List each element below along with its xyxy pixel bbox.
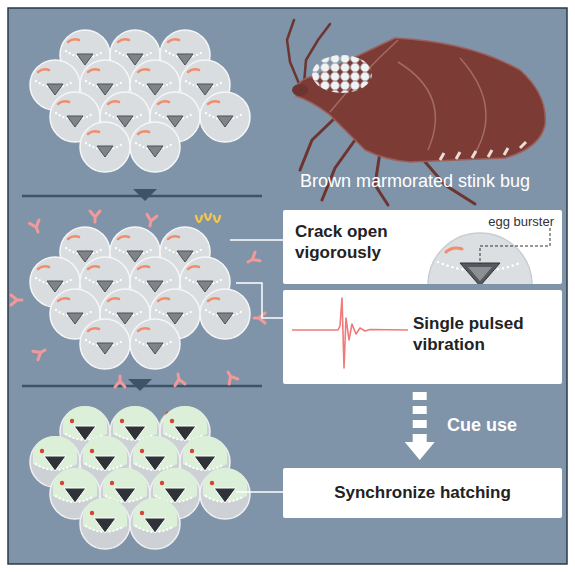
vibration-mark	[246, 252, 261, 266]
scutellum-line	[398, 62, 435, 150]
cue-arrow	[413, 392, 427, 442]
vibration-mark	[11, 295, 22, 305]
bug-head	[292, 84, 308, 96]
vibration-mark	[145, 214, 157, 227]
egg-mass	[30, 30, 250, 172]
vibration-mark	[254, 313, 265, 323]
box-heading: Crack open vigorously	[295, 221, 420, 263]
leader-line	[230, 239, 283, 241]
species-label: Brown marmorated stink bug	[300, 170, 570, 192]
finding-box: Single pulsed vibration	[283, 290, 562, 384]
leader-line	[236, 283, 283, 318]
vibration-mark	[30, 220, 43, 234]
finding-box: Crack open vigorously egg burster	[283, 210, 562, 284]
vibration-mark	[115, 376, 125, 387]
hatched-egg-mass	[30, 406, 250, 549]
down-triangle	[128, 379, 152, 391]
connexivum-bands	[440, 142, 526, 160]
part-label: egg burster	[488, 214, 554, 230]
cracking-mark	[196, 214, 220, 222]
edge-label: Cue use	[447, 414, 517, 436]
vibration-mark	[90, 211, 100, 222]
leg	[300, 118, 335, 170]
vibration-mark	[224, 370, 238, 385]
panel-background	[8, 8, 567, 564]
vibration-mark	[33, 346, 48, 360]
wing-line	[460, 58, 486, 158]
box-heading: Synchronize hatching	[283, 482, 562, 503]
leader-line	[236, 491, 283, 493]
box-heading: Single pulsed vibration	[413, 313, 553, 355]
antenna	[287, 20, 300, 86]
down-triangle	[133, 189, 157, 201]
small-egg-mass	[312, 55, 372, 93]
vibration-mark	[173, 373, 185, 386]
result-box: Synchronize hatching	[283, 468, 562, 518]
egg-mass	[30, 227, 250, 369]
bug-body	[296, 38, 545, 162]
connectors	[419, 392, 420, 442]
